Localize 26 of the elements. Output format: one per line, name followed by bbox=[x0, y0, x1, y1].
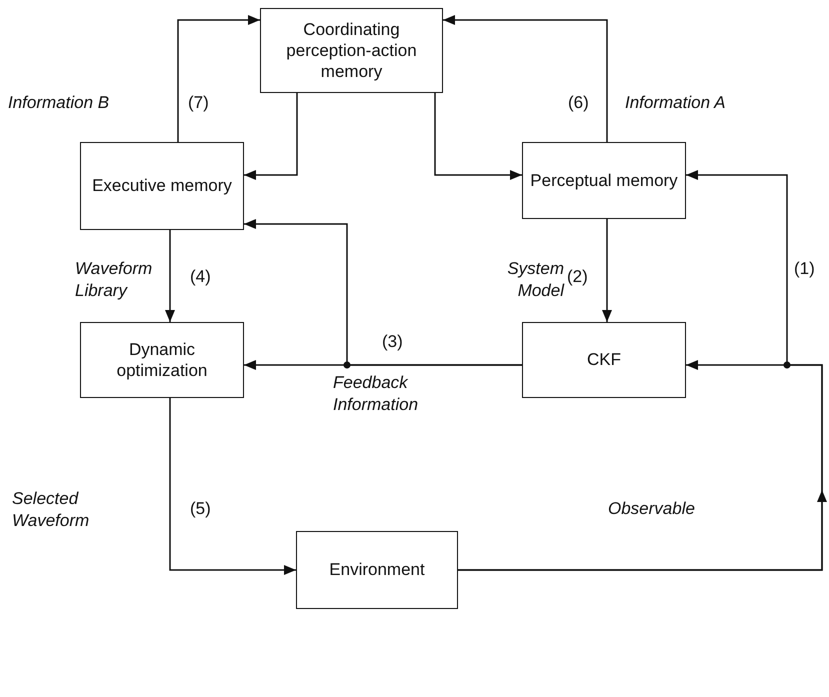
step-number: (7) bbox=[188, 92, 209, 114]
process-box bbox=[296, 531, 458, 609]
process-box bbox=[80, 322, 244, 398]
edge-label: Selected Waveform bbox=[12, 488, 90, 532]
box-label: Coordinating perception-action memory bbox=[285, 18, 418, 82]
box-label: Environment bbox=[328, 559, 426, 581]
box-label: Perceptual memory bbox=[529, 170, 679, 192]
edge-label: Feedback Information bbox=[333, 372, 420, 416]
step-number: (4) bbox=[190, 266, 211, 288]
edge-label: Information A bbox=[625, 92, 726, 114]
step-number: (6) bbox=[568, 92, 589, 114]
edge-label: System Model bbox=[506, 258, 564, 302]
edge-label: (1) bbox=[794, 258, 816, 280]
edge-label: Observable bbox=[608, 498, 696, 520]
process-box bbox=[80, 142, 244, 230]
edge-label: Waveform Library bbox=[75, 258, 154, 302]
edge-label: Information B bbox=[8, 92, 110, 114]
process-box bbox=[522, 322, 686, 398]
box-label: Executive memory bbox=[91, 175, 233, 197]
box-label: Dynamic optimization bbox=[116, 338, 208, 382]
box-label: CKF bbox=[586, 349, 622, 371]
process-box bbox=[260, 8, 443, 93]
process-box bbox=[522, 142, 686, 219]
step-number: (2) bbox=[567, 266, 588, 288]
step-number: (3) bbox=[382, 331, 403, 353]
step-number: (5) bbox=[190, 498, 211, 520]
